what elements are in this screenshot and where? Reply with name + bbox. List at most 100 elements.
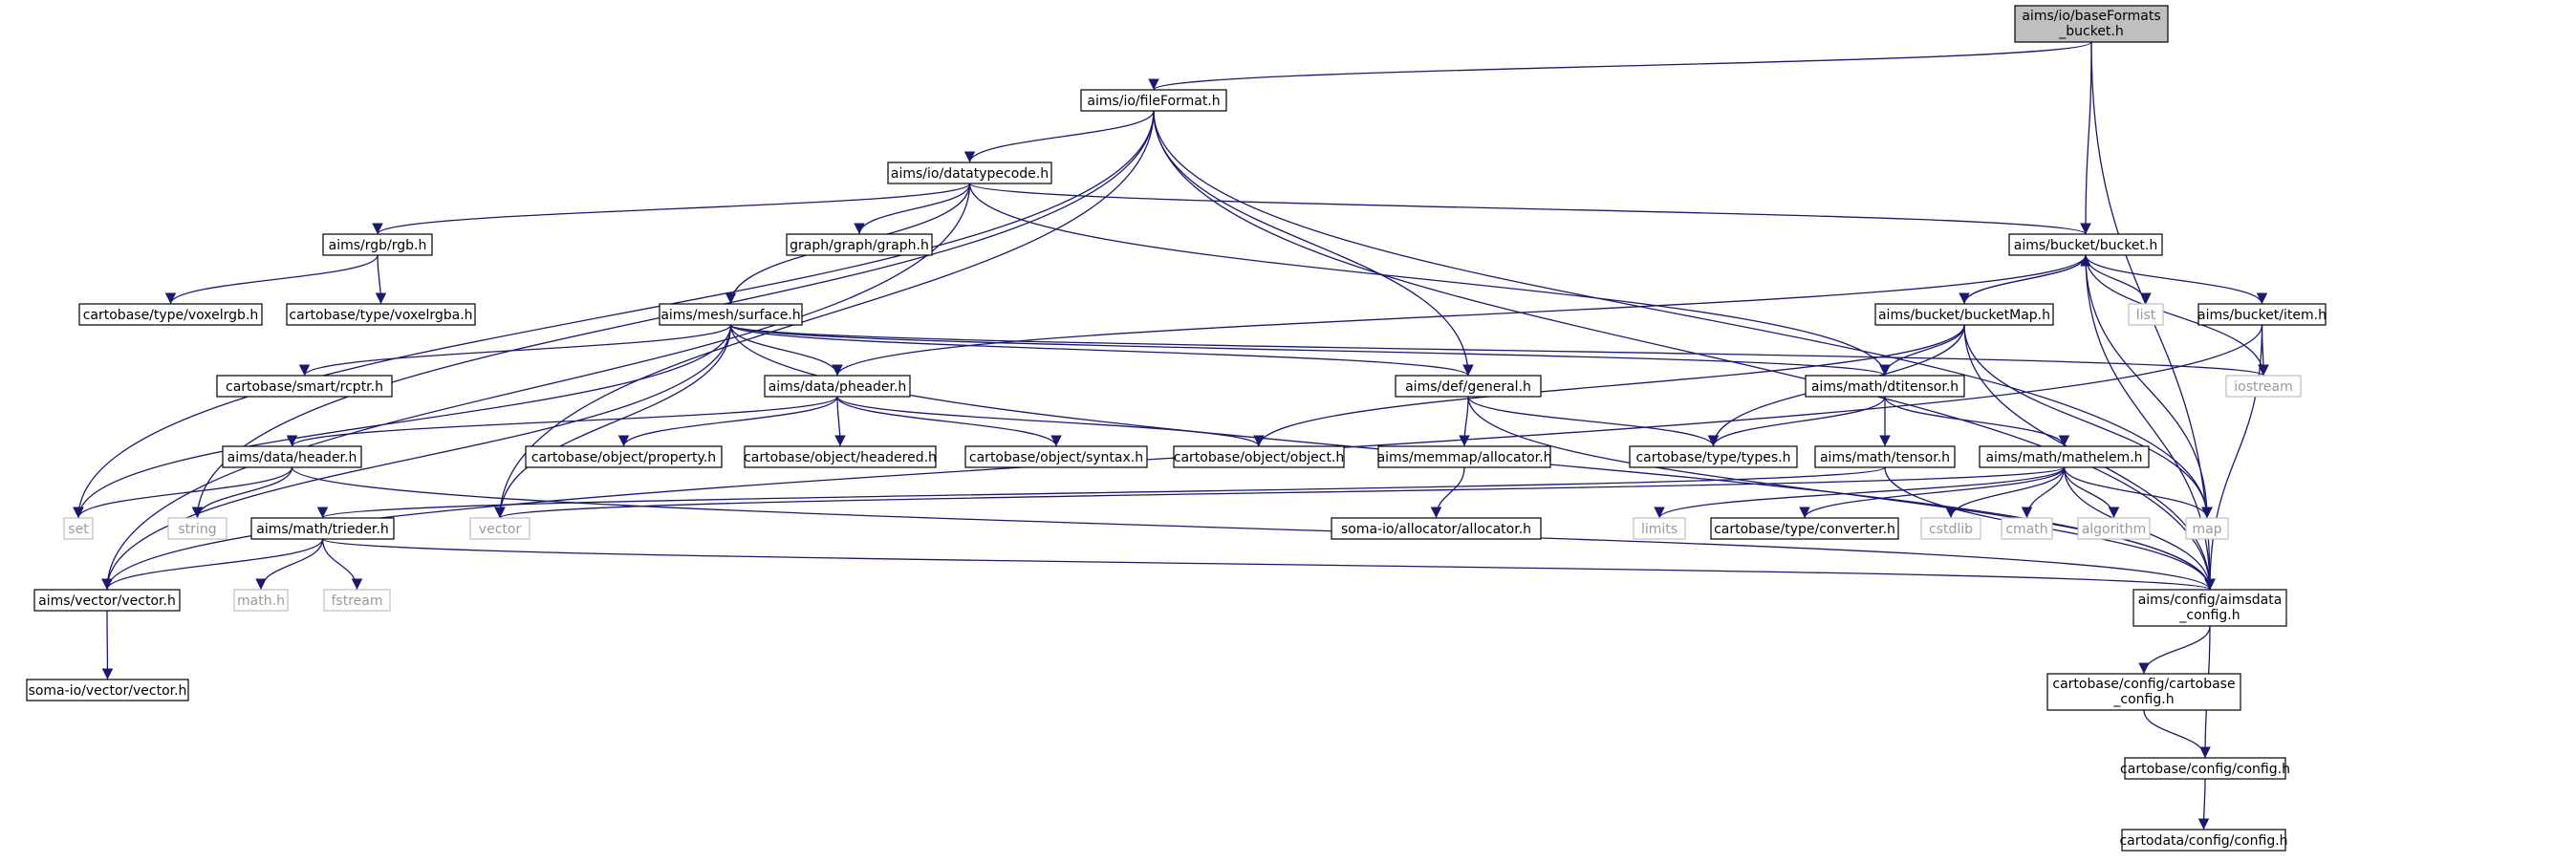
node-converter-label-0: cartobase/type/converter.h bbox=[1714, 522, 1895, 537]
edge-bucket-to-item bbox=[2085, 254, 2268, 305]
node-types[interactable]: cartobase/type/types.h bbox=[1629, 445, 1798, 468]
edge-mathelem-to-cmath bbox=[2021, 466, 2066, 519]
node-rgb[interactable]: aims/rgb/rgb.h bbox=[322, 233, 433, 256]
node-limits-label-0: limits bbox=[1641, 522, 1678, 537]
node-item[interactable]: aims/bucket/item.h bbox=[2197, 303, 2327, 326]
edge-item-to-aimsdata bbox=[2204, 324, 2263, 591]
node-somaalloc-box bbox=[1331, 517, 1542, 540]
node-config-label-0: cartobase/config/config.h bbox=[2120, 762, 2290, 777]
edge-mathelem-to-map bbox=[2063, 466, 2213, 519]
node-headered[interactable]: cartobase/object/headered.h bbox=[744, 445, 937, 468]
node-syntax-box bbox=[964, 445, 1148, 468]
node-somavector[interactable]: soma-io/vector/vector.h bbox=[26, 679, 189, 701]
edge-bucket-to-pheader bbox=[832, 254, 2087, 377]
node-cartobaseconfig-label-1: _config.h bbox=[2112, 692, 2174, 707]
dependency-edges bbox=[73, 41, 2269, 831]
node-rgb-label-0: aims/rgb/rgb.h bbox=[329, 238, 427, 253]
node-general[interactable]: aims/def/general.h bbox=[1395, 375, 1542, 398]
node-cartodata-box bbox=[2121, 829, 2286, 852]
node-header[interactable]: aims/data/header.h bbox=[222, 445, 362, 468]
edge-mathelem-to-vector bbox=[494, 466, 2066, 519]
node-object[interactable]: cartobase/object/object.h bbox=[1173, 445, 1345, 468]
header-nodes: aims/io/baseFormats_bucket.h aims/io/file… bbox=[26, 5, 2327, 852]
node-set-label-0: set bbox=[68, 522, 89, 537]
node-string-box bbox=[167, 517, 227, 540]
edge-datatypecode-to-vectorh bbox=[101, 183, 971, 591]
node-surface-label-0: aims/mesh/surface.h bbox=[660, 308, 800, 323]
node-cartobaseconfig-label-0: cartobase/config/cartobase bbox=[2052, 677, 2235, 692]
edge-datatypecode-to-graph bbox=[854, 183, 971, 235]
node-root[interactable]: aims/io/baseFormats_bucket.h bbox=[2014, 5, 2169, 43]
edge-mathelem-to-cstdlib bbox=[1945, 466, 2066, 519]
node-config[interactable]: cartobase/config/config.h bbox=[2120, 757, 2290, 780]
node-cartobaseconfig[interactable]: cartobase/config/cartobase_config.h bbox=[2046, 673, 2241, 711]
node-limits-box bbox=[1633, 517, 1686, 540]
node-somaalloc-label-0: soma-io/allocator/allocator.h bbox=[1341, 522, 1531, 537]
node-property-label-0: cartobase/object/property.h bbox=[531, 450, 716, 465]
node-rcptr[interactable]: cartobase/smart/rcptr.h bbox=[216, 375, 393, 398]
node-header-label-0: aims/data/header.h bbox=[227, 450, 357, 465]
node-item-label-0: aims/bucket/item.h bbox=[2197, 308, 2327, 323]
node-bucket[interactable]: aims/bucket/bucket.h bbox=[2008, 233, 2163, 256]
node-dtitensor[interactable]: aims/math/dtitensor.h bbox=[1805, 375, 1965, 398]
node-headered-label-0: cartobase/object/headered.h bbox=[744, 450, 937, 465]
node-list: list bbox=[2128, 303, 2164, 326]
node-mathelem-box bbox=[1979, 445, 2150, 468]
node-graph[interactable]: graph/graph/graph.h bbox=[786, 233, 933, 256]
edge-pheader-to-object bbox=[836, 396, 1265, 447]
edge-mathelem-to-limits bbox=[1654, 466, 2066, 519]
node-vectorh[interactable]: aims/vector/vector.h bbox=[33, 589, 181, 612]
node-pheader-label-0: aims/data/pheader.h bbox=[768, 379, 907, 395]
edge-datatypecode-to-rgb bbox=[372, 183, 971, 235]
node-aimsdata[interactable]: aims/config/aimsdata_config.h bbox=[2132, 589, 2287, 627]
node-cstdlib-box bbox=[1920, 517, 1981, 540]
node-map-box bbox=[2185, 517, 2229, 540]
node-bucket-box bbox=[2008, 233, 2163, 256]
node-cstdlib-label-0: cstdlib bbox=[1929, 522, 1973, 537]
edge-header-to-aimsdata bbox=[291, 466, 2216, 591]
edge-fileFormat-to-map bbox=[1153, 110, 2213, 519]
node-trieder-label-0: aims/math/trieder.h bbox=[256, 522, 388, 537]
node-rcptr-label-0: cartobase/smart/rcptr.h bbox=[226, 379, 383, 395]
node-bucketMap[interactable]: aims/bucket/bucketMap.h bbox=[1874, 303, 2054, 326]
node-converter[interactable]: cartobase/type/converter.h bbox=[1710, 517, 1899, 540]
node-mathelem[interactable]: aims/math/mathelem.h bbox=[1979, 445, 2150, 468]
edge-pheader-to-property bbox=[617, 396, 838, 447]
node-algorithm-box bbox=[2077, 517, 2151, 540]
node-voxelrgb[interactable]: cartobase/type/voxelrgb.h bbox=[78, 303, 263, 326]
node-datatypecode-label-0: aims/io/datatypecode.h bbox=[891, 166, 1049, 182]
node-set: set bbox=[63, 517, 94, 540]
node-allocator[interactable]: aims/memmap/allocator.h bbox=[1377, 445, 1552, 468]
node-set-box bbox=[63, 517, 94, 540]
edge-general-to-aimsdata bbox=[1467, 396, 2216, 591]
node-cartodata[interactable]: cartodata/config/config.h bbox=[2119, 829, 2288, 852]
node-item-box bbox=[2197, 303, 2327, 326]
node-bucketMap-label-0: aims/bucket/bucketMap.h bbox=[1878, 308, 2050, 323]
node-voxelrgb-box bbox=[78, 303, 263, 326]
node-pheader-box bbox=[764, 375, 911, 398]
node-general-label-0: aims/def/general.h bbox=[1405, 379, 1531, 395]
node-somaalloc[interactable]: soma-io/allocator/allocator.h bbox=[1331, 517, 1542, 540]
node-tensor[interactable]: aims/math/tensor.h bbox=[1814, 445, 1956, 468]
node-trieder[interactable]: aims/math/trieder.h bbox=[250, 517, 395, 540]
edge-surface-to-rcptr bbox=[298, 324, 732, 377]
node-datatypecode[interactable]: aims/io/datatypecode.h bbox=[887, 162, 1052, 184]
edge-general-to-allocator bbox=[1459, 396, 1470, 447]
node-vector-box bbox=[469, 517, 530, 540]
node-types-label-0: cartobase/type/types.h bbox=[1635, 450, 1790, 465]
node-fileFormat[interactable]: aims/io/fileFormat.h bbox=[1080, 89, 1227, 112]
node-voxelrgba[interactable]: cartobase/type/voxelrgba.h bbox=[286, 303, 476, 326]
node-surface[interactable]: aims/mesh/surface.h bbox=[659, 303, 803, 326]
node-pheader[interactable]: aims/data/pheader.h bbox=[764, 375, 911, 398]
node-iostream: iostream bbox=[2225, 375, 2302, 398]
edge-config-to-cartodata bbox=[2197, 778, 2210, 831]
node-property[interactable]: cartobase/object/property.h bbox=[525, 445, 723, 468]
node-tensor-box bbox=[1814, 445, 1956, 468]
node-allocator-label-0: aims/memmap/allocator.h bbox=[1377, 450, 1552, 465]
edge-root-to-fileFormat bbox=[1148, 41, 2092, 91]
node-tensor-label-0: aims/math/tensor.h bbox=[1820, 450, 1950, 465]
node-vectorh-box bbox=[33, 589, 181, 612]
node-syntax[interactable]: cartobase/object/syntax.h bbox=[964, 445, 1148, 468]
edge-fileFormat-to-general bbox=[1153, 110, 1474, 377]
